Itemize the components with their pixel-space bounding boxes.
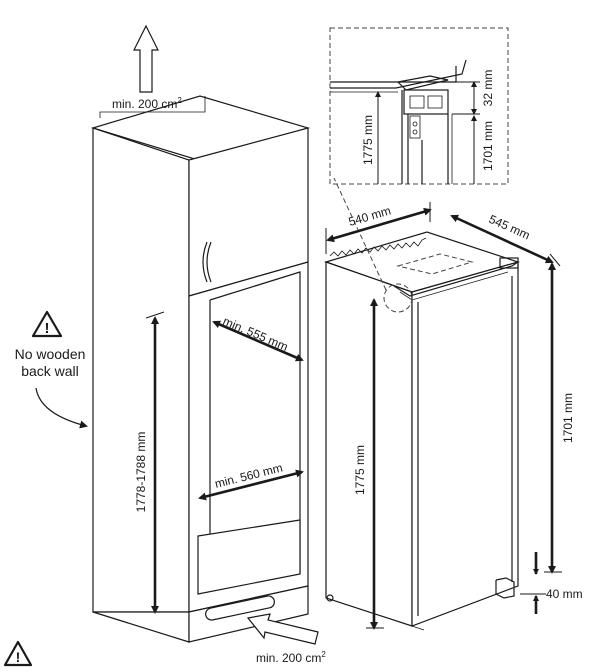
fridge-width-label: 540 mm [347,203,393,228]
door-handle [202,241,208,283]
plinth [188,585,309,643]
detail-gap-label: 32 mm [481,70,495,107]
warning-no-wooden-back-wall: ! No wooden back wall [15,310,88,429]
plinth-offset-label: 40 mm [546,587,583,601]
detail-inset-frame [329,27,509,185]
fridge-left-side [325,261,413,627]
plinth-vent-slot [205,595,275,621]
plinth-offset-dimension: 40 mm [520,552,583,614]
detail-hinge-block [403,89,449,115]
detail-height-label: 1775 mm [361,115,375,165]
fridge-door [411,261,519,627]
detail-circle [383,283,413,313]
niche-floor [197,519,301,595]
svg-text:!: ! [45,320,50,337]
fridge [324,177,521,631]
niche-height-dimension: 1778-1788 mm [134,311,165,614]
rear-vent-grille [329,237,427,257]
warning-triangle-icon: ! [31,310,63,338]
detail-door-height-dimension: 1701 mm [471,115,495,184]
warning-triangle-icon: ! [3,640,33,667]
cabinet [90,95,311,643]
vent-top-arrow [133,24,159,93]
fridge-height-label: 1775 mm [353,445,367,495]
detail-height-dimension: 1775 mm [361,91,381,184]
fridge-height-dimension: 1775 mm [353,298,384,630]
detail-inset [329,27,509,185]
vent-bottom-arrow [246,613,319,645]
no-wooden-line1: No wooden [15,346,86,362]
detail-door-height-label: 1701 mm [481,121,495,171]
bottom-hinge [495,577,515,599]
no-wooden-line2: back wall [21,363,79,379]
niche-height-label: 1778-1788 mm [134,432,148,513]
door-height-dimension: 1701 mm [544,262,575,574]
pointer-arrow [35,387,88,429]
fridge-depth-label: 545 mm [487,212,532,242]
detail-gap-dimension: 32 mm [471,70,495,115]
cabinet-left-side [92,127,190,613]
vent-bottom-label: min. 200 cm2 [256,650,326,665]
door-height-label: 1701 mm [561,393,575,443]
vent-top-label: min. 200 cm2 [112,96,182,111]
svg-text:!: ! [16,649,21,665]
